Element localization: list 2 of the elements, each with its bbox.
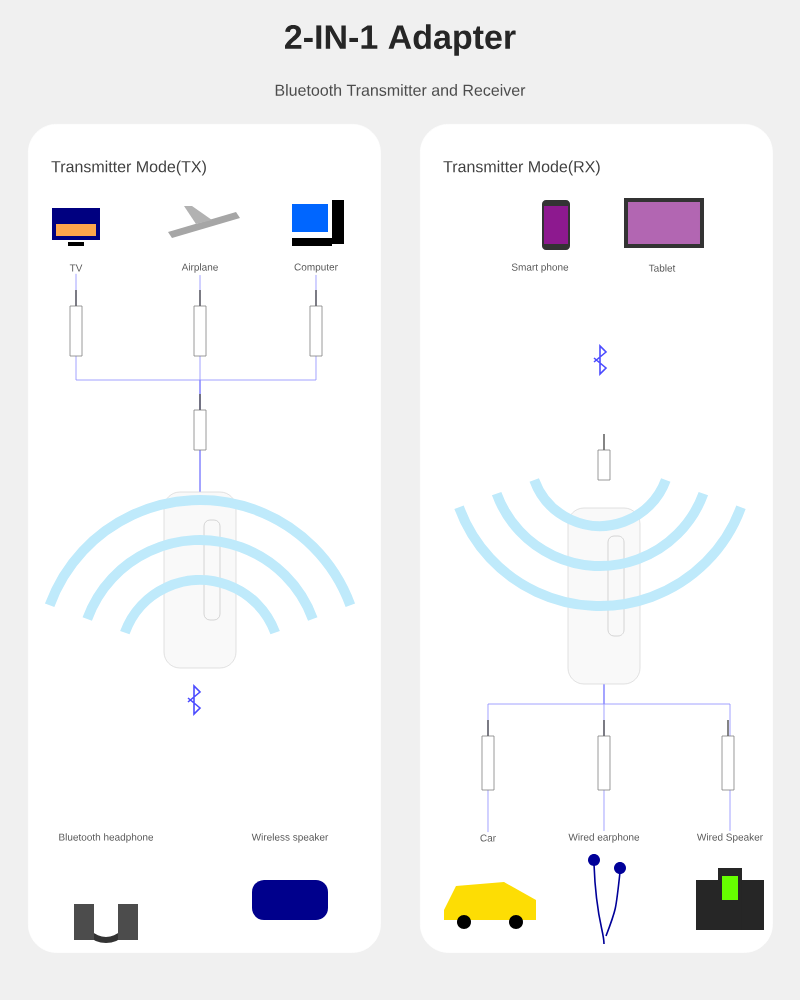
title: 2-IN-1 Adapter xyxy=(285,24,516,56)
subtitle: Bluetooth Transmitter and Receiver xyxy=(275,84,526,96)
